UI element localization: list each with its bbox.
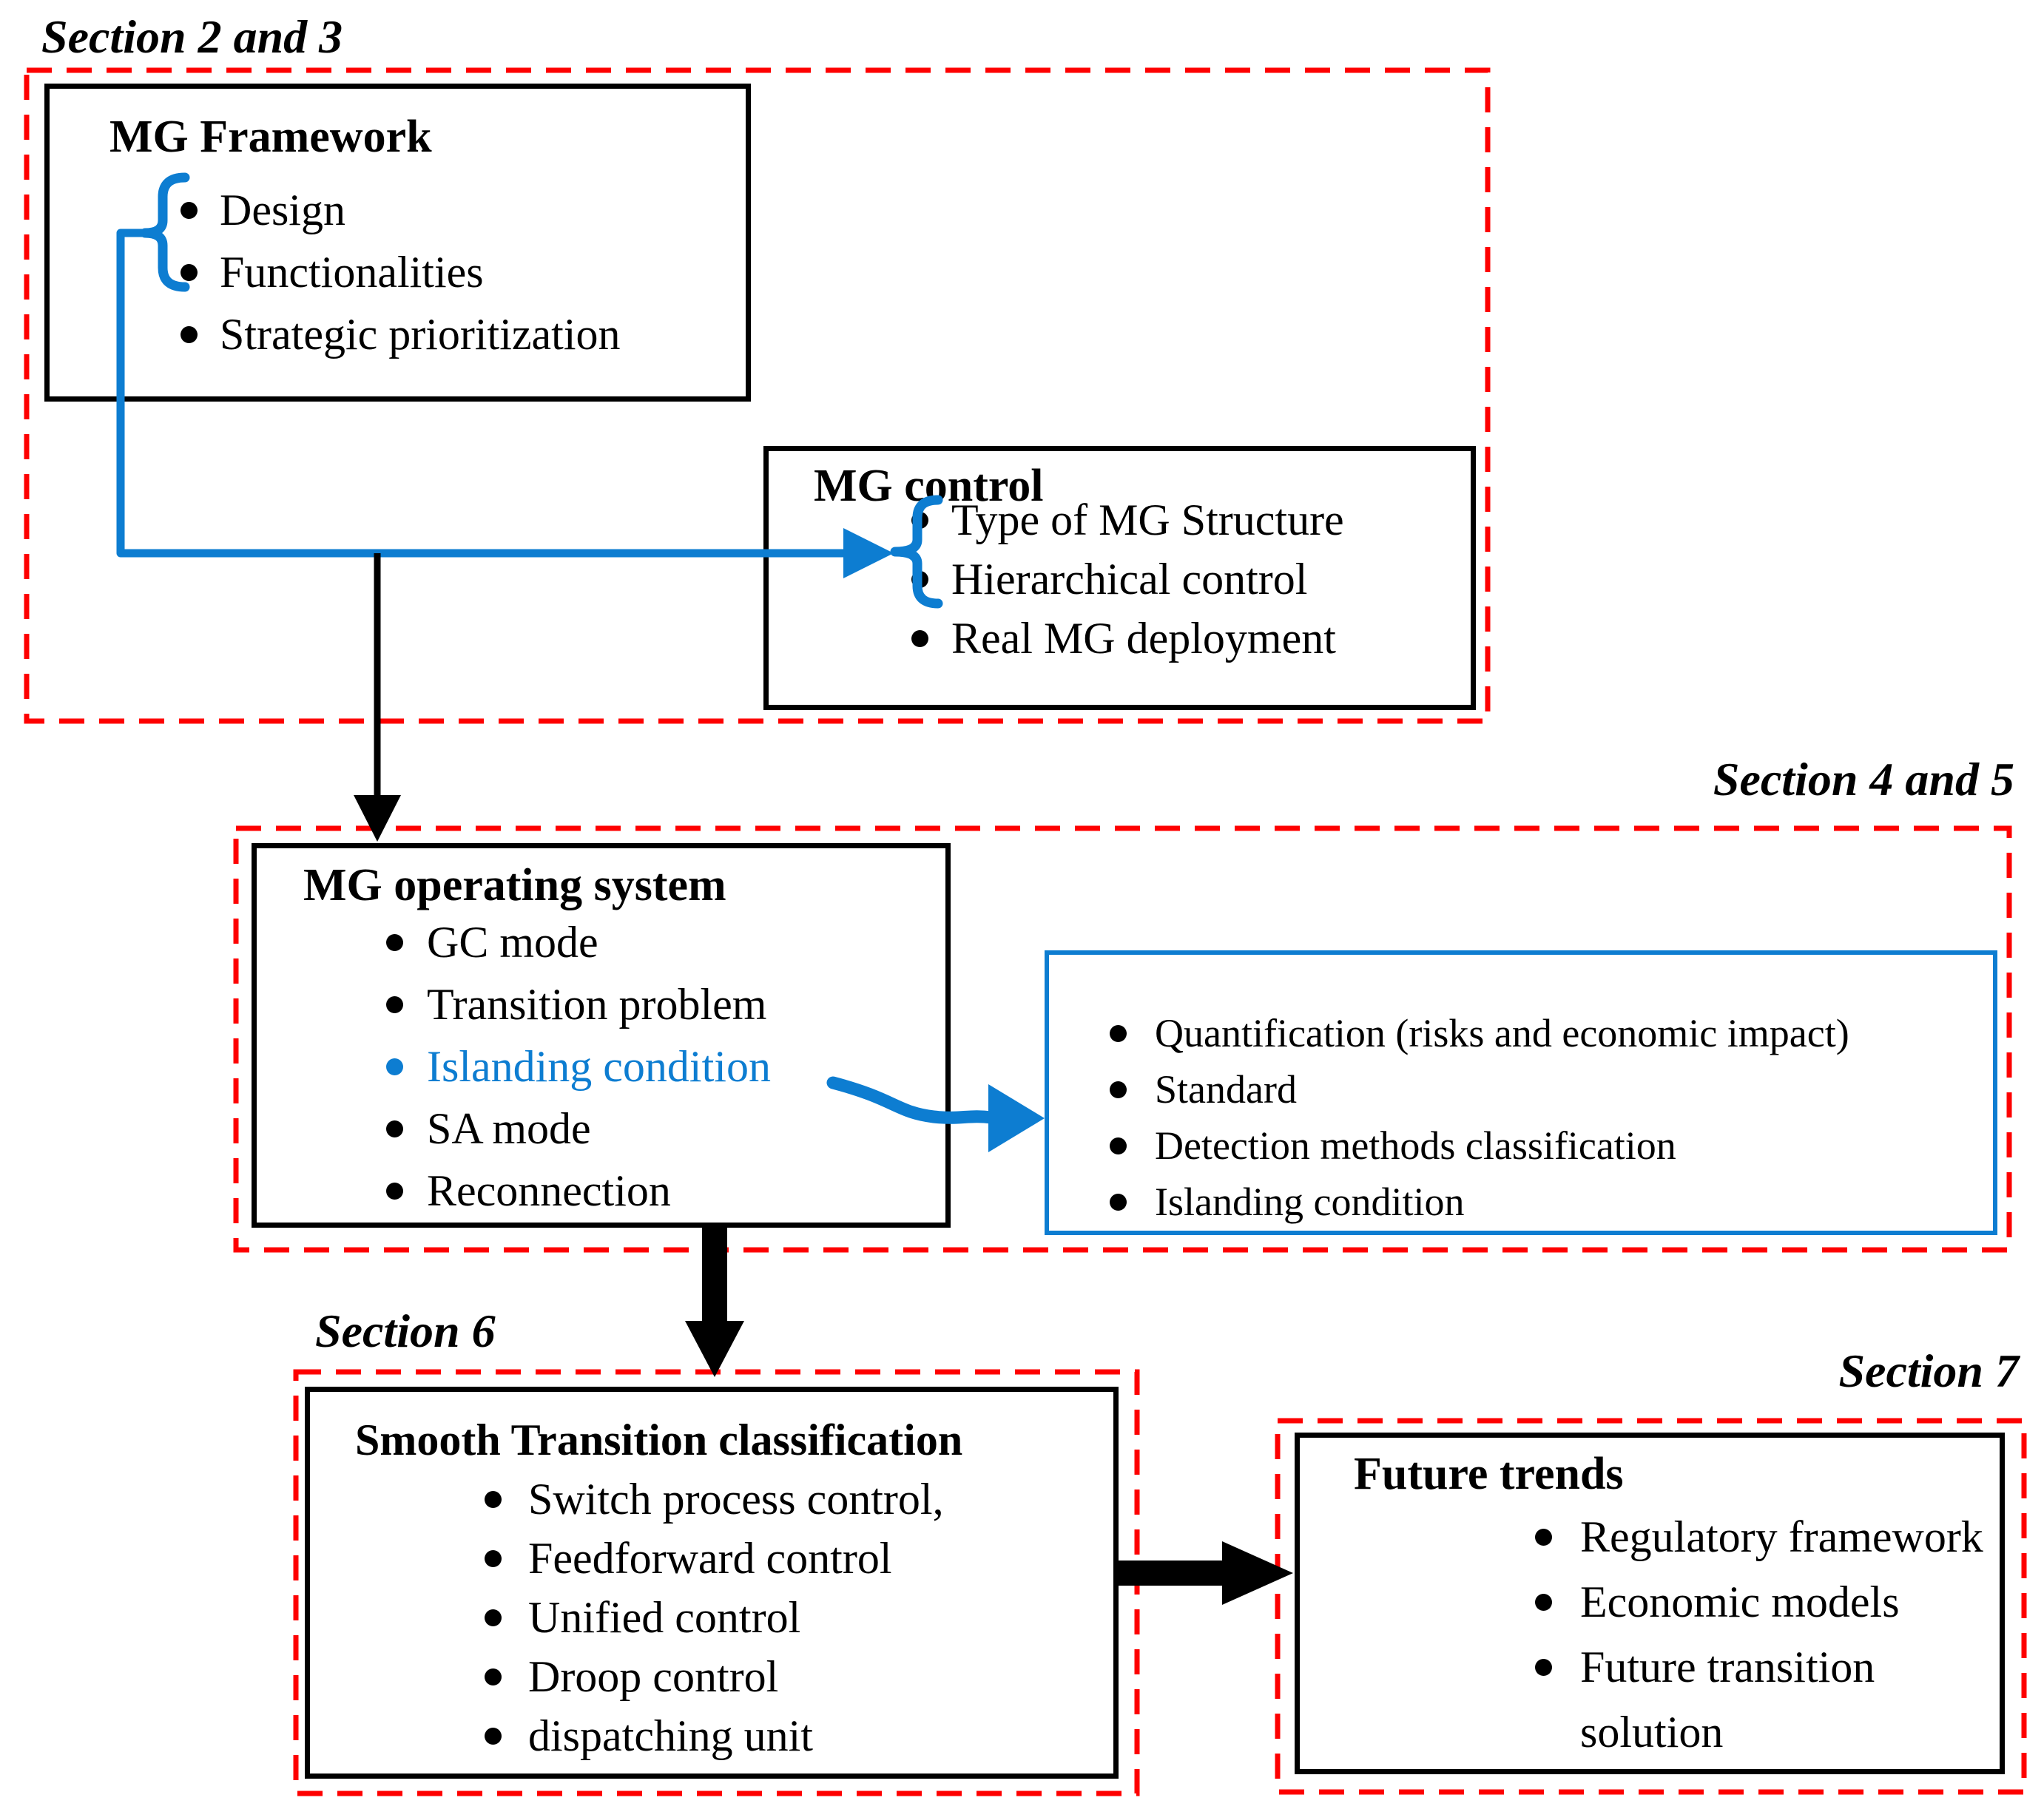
mg-control-box: MG control Type of MG Structure Hierarch… bbox=[763, 446, 1476, 710]
mg-framework-title: MG Framework bbox=[109, 112, 432, 162]
future-trends-box: Future trends Regulatory framework Econo… bbox=[1295, 1433, 2005, 1774]
list-item: Functionalities bbox=[181, 241, 621, 303]
section-7-label: Section 7 bbox=[1838, 1345, 2019, 1397]
bullet-icon bbox=[485, 1609, 502, 1626]
section-2-3-label: Section 2 and 3 bbox=[41, 10, 343, 63]
bullet-icon bbox=[911, 512, 928, 529]
list-item: dispatching unit bbox=[485, 1706, 944, 1765]
list-item: Future transition solution bbox=[1535, 1634, 1983, 1765]
list-item: Real MG deployment bbox=[911, 609, 1344, 668]
list-item: SA mode bbox=[386, 1098, 771, 1160]
bullet-icon bbox=[181, 264, 198, 281]
list-item: Hierarchical control bbox=[911, 550, 1344, 609]
bullet-icon bbox=[1535, 1659, 1552, 1676]
list-item: Type of MG Structure bbox=[911, 490, 1344, 550]
bullet-icon bbox=[1110, 1025, 1127, 1042]
list-item: Droop control bbox=[485, 1647, 944, 1706]
bullet-icon bbox=[181, 202, 198, 219]
bullet-icon bbox=[1535, 1529, 1552, 1546]
bullet-icon bbox=[1110, 1081, 1127, 1098]
bullet-icon bbox=[386, 1183, 403, 1200]
list-item: Unified control bbox=[485, 1588, 944, 1647]
list-item: Quantification (risks and economic impac… bbox=[1110, 1005, 1849, 1061]
bullet-icon bbox=[1110, 1194, 1127, 1211]
arrow-down-icon bbox=[685, 1321, 744, 1377]
bullet-icon bbox=[485, 1728, 502, 1745]
list-item: GC mode bbox=[386, 911, 771, 973]
smooth-transition-box: Smooth Transition classification Switch … bbox=[305, 1387, 1119, 1779]
mg-framework-bullet-list: Design Functionalities Strategic priorit… bbox=[181, 179, 621, 365]
list-item: Reconnection bbox=[386, 1160, 771, 1222]
list-item: Design bbox=[181, 179, 621, 241]
mg-operating-system-box: MG operating system GC mode Transition p… bbox=[252, 843, 951, 1228]
list-item: Standard bbox=[1110, 1061, 1849, 1117]
list-item: Regulatory framework bbox=[1535, 1504, 1983, 1569]
list-item: Islanding condition bbox=[1110, 1174, 1849, 1230]
list-item: Economic models bbox=[1535, 1569, 1983, 1634]
bullet-icon bbox=[1110, 1137, 1127, 1154]
arrow-shaft bbox=[702, 1225, 727, 1324]
mg-operating-bullet-list: GC mode Transition problem Islanding con… bbox=[386, 911, 771, 1222]
bullet-icon bbox=[386, 1058, 403, 1075]
future-trends-bullet-list: Regulatory framework Economic models Fut… bbox=[1535, 1504, 1983, 1765]
list-item: Switch process control, bbox=[485, 1470, 944, 1529]
bullet-icon bbox=[485, 1491, 502, 1508]
list-item: Strategic prioritization bbox=[181, 303, 621, 365]
arrow-down-icon bbox=[354, 795, 401, 842]
mg-control-bullet-list: Type of MG Structure Hierarchical contro… bbox=[911, 490, 1344, 668]
bullet-icon bbox=[386, 996, 403, 1013]
bullet-icon bbox=[485, 1550, 502, 1567]
mg-framework-box: MG Framework Design Functionalities Stra… bbox=[44, 84, 751, 402]
future-trends-title: Future trends bbox=[1354, 1449, 1624, 1499]
list-item: Detection methods classification bbox=[1110, 1117, 1849, 1174]
bullet-icon bbox=[911, 630, 928, 647]
arrow-right-icon bbox=[1222, 1541, 1293, 1605]
mg-operating-system-title: MG operating system bbox=[303, 860, 726, 910]
bullet-icon bbox=[1535, 1594, 1552, 1611]
list-item: Feedforward control bbox=[485, 1529, 944, 1588]
list-item: Transition problem bbox=[386, 973, 771, 1035]
bullet-icon bbox=[911, 571, 928, 588]
list-item-highlighted: Islanding condition bbox=[386, 1035, 771, 1098]
smooth-transition-title: Smooth Transition classification bbox=[355, 1416, 963, 1464]
bullet-icon bbox=[485, 1668, 502, 1685]
bullet-icon bbox=[386, 1120, 403, 1137]
bullet-icon bbox=[181, 326, 198, 343]
section-4-5-label: Section 4 and 5 bbox=[1713, 753, 2014, 805]
arrow-shaft bbox=[1113, 1561, 1228, 1586]
smooth-transition-bullet-list: Switch process control, Feedforward cont… bbox=[485, 1470, 944, 1765]
arrow-right-icon bbox=[988, 1084, 1045, 1152]
section-6-label: Section 6 bbox=[315, 1305, 496, 1357]
islanding-detail-bullet-list: Quantification (risks and economic impac… bbox=[1110, 1005, 1849, 1230]
bullet-icon bbox=[386, 934, 403, 951]
islanding-detail-box: Quantification (risks and economic impac… bbox=[1045, 950, 1997, 1235]
